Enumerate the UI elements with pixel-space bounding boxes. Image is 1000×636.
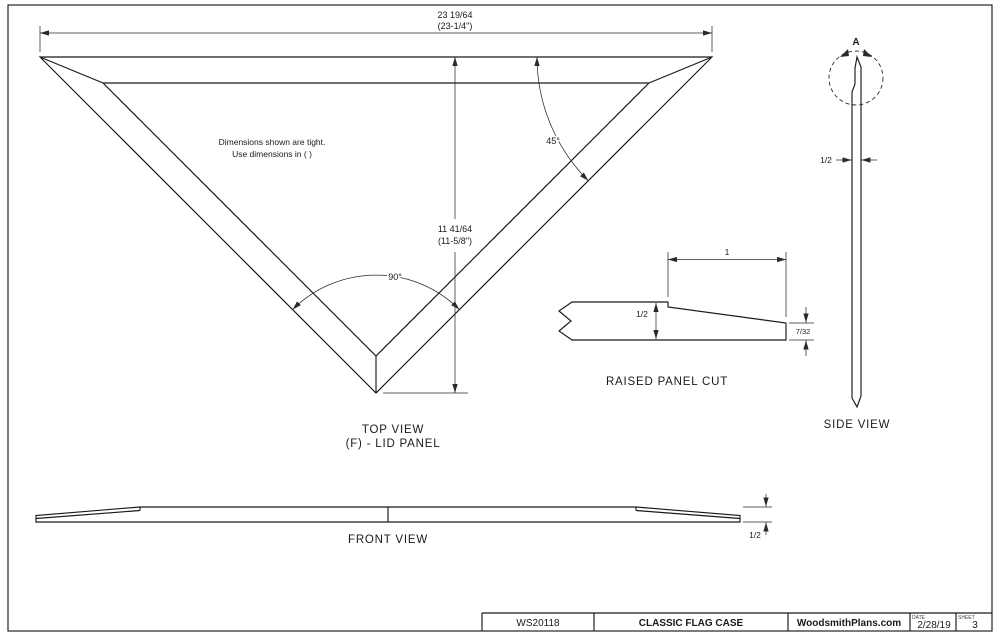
note-line-2: Use dimensions in ( ) bbox=[232, 149, 312, 159]
apex-angle-text: 90° bbox=[388, 272, 402, 282]
side-thickness-text: 1/2 bbox=[820, 155, 832, 165]
side-view-profile bbox=[851, 54, 862, 409]
top-view-miter-joints bbox=[39, 56, 713, 393]
side-view-title: SIDE VIEW bbox=[824, 419, 891, 431]
top-view-subtitle: (F) - LID PANEL bbox=[346, 438, 441, 450]
sheet-border bbox=[7, 4, 993, 632]
raised-panel-cut-title: RAISED PANEL CUT bbox=[606, 376, 728, 388]
plan-number: WS20118 bbox=[516, 618, 560, 629]
top-view: 23 19/64 (23-1/4") 11 41/64 (11-5/8") 45… bbox=[38, 10, 714, 450]
panel-thickness-text: 1/2 bbox=[636, 309, 648, 319]
top-view-title: TOP VIEW bbox=[362, 424, 424, 436]
height-dimension-paren-text: (11-5/8") bbox=[438, 236, 472, 246]
edge-extension-lines bbox=[789, 322, 814, 341]
width-dimension-text: 23 19/64 bbox=[437, 10, 472, 20]
width-extension-lines bbox=[39, 26, 713, 52]
date-label: DATE bbox=[912, 615, 926, 621]
corner-angle-text: 45° bbox=[546, 136, 560, 146]
edge-thickness-text: 7/32 bbox=[796, 327, 811, 336]
title-block-lines bbox=[481, 612, 992, 631]
project-title: CLASSIC FLAG CASE bbox=[639, 618, 744, 629]
sheet-label: SHEET bbox=[958, 615, 975, 621]
detail-arrow-right bbox=[863, 49, 872, 57]
cut-width-text: 1 bbox=[725, 247, 730, 257]
width-dimension-paren-text: (23-1/4") bbox=[438, 21, 473, 31]
detail-marker-text: A bbox=[852, 37, 859, 48]
raised-panel-cut-detail: 1 1/2 7/32 RAISED PANEL CUT bbox=[558, 247, 814, 388]
top-view-outer-triangle bbox=[38, 56, 714, 394]
note-line-1: Dimensions shown are tight. bbox=[219, 137, 326, 147]
front-thickness-extension-lines bbox=[743, 506, 772, 523]
detail-arrow-left bbox=[840, 49, 849, 57]
top-view-inner-panel bbox=[101, 82, 651, 357]
side-view: A 1/2 SIDE VIEW bbox=[820, 37, 891, 431]
apex-angle-arc bbox=[292, 274, 460, 310]
title-block: WS20118 CLASSIC FLAG CASE WoodsmithPlans… bbox=[481, 612, 992, 631]
front-view-bevel-lines bbox=[35, 507, 741, 522]
website: WoodsmithPlans.com bbox=[797, 618, 901, 629]
height-dimension-text: 11 41/64 bbox=[438, 224, 472, 234]
panel-cut-profile bbox=[558, 301, 787, 341]
sheet-value: 3 bbox=[972, 620, 978, 631]
detail-circle bbox=[828, 50, 884, 106]
corner-angle-arc bbox=[534, 56, 589, 181]
front-view: 1/2 FRONT VIEW bbox=[35, 494, 772, 546]
date-value: 2/28/19 bbox=[917, 620, 951, 631]
front-thickness-text: 1/2 bbox=[749, 530, 761, 540]
front-view-title: FRONT VIEW bbox=[348, 534, 428, 546]
cut-width-extension-lines bbox=[667, 252, 787, 317]
